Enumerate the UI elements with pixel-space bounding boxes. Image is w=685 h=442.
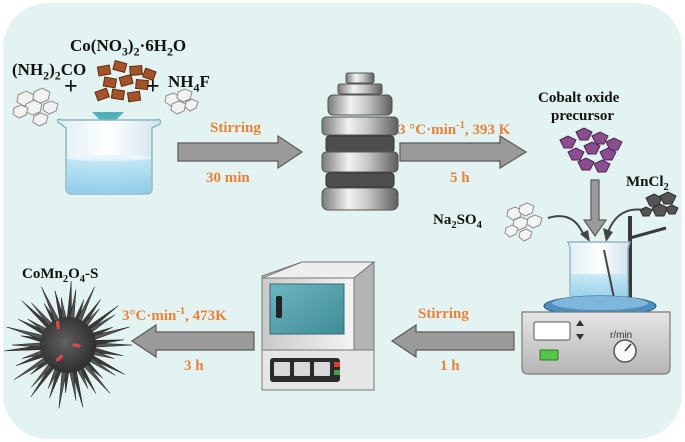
final-product-label: CoMn2O4-S [22, 266, 99, 285]
urea-particles [12, 87, 59, 127]
sodium-sulfate-particles [504, 202, 543, 242]
step3-duration: 1 h [440, 358, 460, 374]
precursor-label-line1: Cobalt oxide [538, 90, 620, 106]
arrow-step4 [130, 323, 255, 359]
spiky-sphere-icon [4, 281, 133, 409]
arrow-step1 [177, 134, 304, 170]
furnace-icon [261, 260, 376, 391]
arrow-down-to-stirrer [582, 179, 608, 238]
reagent-cobalt-nitrate: Co(NO3)2·6H2O [70, 36, 187, 59]
step1-condition: Stirring [210, 120, 261, 136]
sodium-sulfate-label: Na2SO4 [433, 212, 482, 231]
magnetic-stirrer-icon [521, 216, 671, 375]
autoclave-icon [321, 72, 399, 211]
ammonium-fluoride-particles [164, 88, 199, 115]
arrow-step2 [399, 134, 528, 170]
step1-duration: 30 min [206, 170, 250, 186]
curved-arrow-right [603, 208, 645, 242]
sphere-dot [77, 344, 81, 348]
step2-condition: 3 °C·min-1, 393 K [398, 120, 511, 138]
precursor-label-line2: precursor [551, 108, 615, 124]
arrow-step3 [390, 323, 515, 359]
reagent-ammonium-fluoride: NH4F [168, 72, 210, 95]
stirrer-unit-label: r/min [610, 330, 633, 341]
plus-sign-2: + [146, 74, 160, 100]
step2-duration: 5 h [450, 170, 470, 186]
sphere-dot [56, 320, 60, 324]
beaker-icon [56, 118, 162, 195]
step4-duration: 3 h [184, 358, 204, 374]
curved-arrow-left [547, 215, 590, 242]
step3-condition: Stirring [418, 306, 469, 322]
plus-sign-1: + [64, 74, 78, 100]
sphere-core [40, 317, 96, 373]
background-panel [3, 3, 682, 439]
precursor-particles [559, 127, 623, 173]
cobalt-nitrate-particles [94, 59, 157, 103]
manganese-chloride-label: MnCl2 [626, 174, 669, 193]
step4-condition: 3°C·min-1, 473K [122, 306, 227, 324]
sphere-dot [56, 358, 60, 362]
reagent-urea: (NH2)2CO [12, 60, 87, 83]
